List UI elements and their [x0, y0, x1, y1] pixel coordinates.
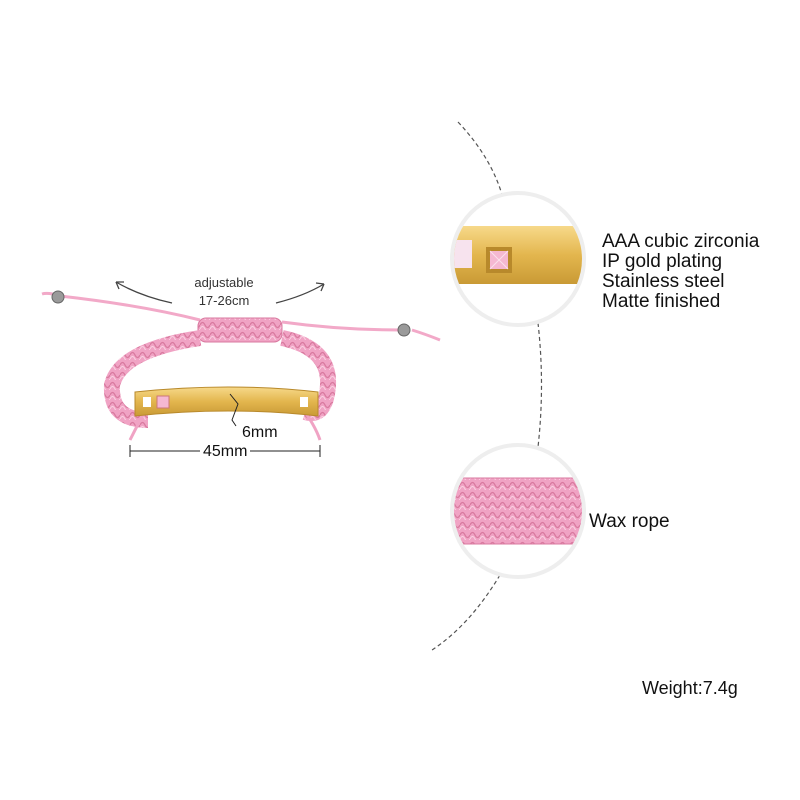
height-dimension: 6mm [242, 424, 278, 441]
feature-item: IP gold plating [602, 251, 723, 272]
steel-bead-left [51, 290, 65, 304]
connector-line-middle [537, 322, 543, 448]
zirconia-stone [156, 395, 170, 409]
feature-item: Matte finished [602, 291, 721, 312]
gold-bar [134, 386, 319, 417]
height-marker [229, 393, 239, 427]
width-dimension: 45mm [200, 443, 251, 461]
adjust-arrow-right [275, 283, 325, 304]
adjust-arrow-left [115, 281, 173, 304]
detail-circle-rope [450, 443, 586, 579]
adjustable-label: adjustable 17-26cm [164, 274, 284, 310]
feature-item: Stainless steel [602, 271, 725, 292]
connector-line-bottom [431, 574, 501, 651]
rope-label: Wax rope [589, 511, 670, 532]
steel-bead-right [397, 323, 411, 337]
weight-label: Weight:7.4g [642, 678, 738, 698]
detail-circle-bar [450, 191, 586, 327]
adjustable-range: 17-26cm [198, 293, 250, 308]
feature-list: AAA cubic zirconia IP gold plating Stain… [602, 232, 759, 312]
bracelet [41, 290, 441, 441]
feature-item: AAA cubic zirconia [602, 231, 760, 252]
adjustable-text: adjustable [194, 275, 254, 290]
connector-line-top [457, 121, 504, 199]
sliding-knot [197, 317, 283, 343]
